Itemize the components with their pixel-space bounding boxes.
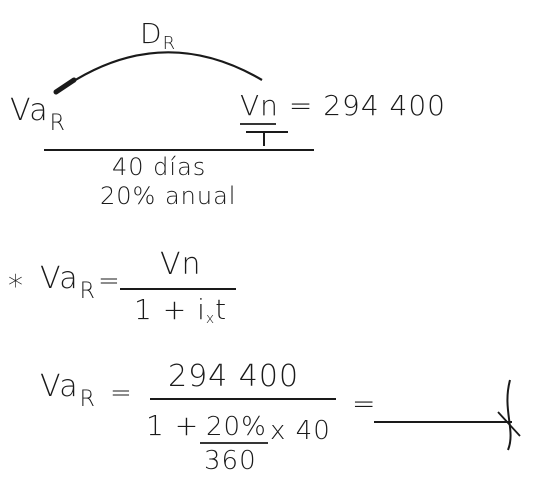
formula-lhs-sub: R [79,279,96,304]
calc-equals: = [110,378,133,408]
result-cross-mark-2 [497,411,521,437]
left-label-sub: R [49,111,66,136]
left-value-label: VaR [10,93,66,135]
formula-numerator: Vn [160,247,202,282]
calc-numerator: 294 400 [168,359,300,394]
rate-label: 20% anual [100,182,237,210]
formula-lhs: VaR [40,261,96,303]
calc-lhs-sub: R [79,387,96,412]
right-equals: = [288,89,314,122]
formula-denominator-times: x [205,311,216,327]
calc-times-days: x 40 [270,416,331,446]
formula-denominator-t: t [215,293,228,326]
formula-denominator-base: 1 + i [134,293,206,326]
formula-denominator: 1 + ixt [134,293,228,327]
discount-arc [59,51,263,91]
right-value: 294 400 [323,89,446,122]
calc-result-equals: = [352,387,377,420]
right-label: Vn [240,89,279,122]
nominal-value-label: Vn = 294 400 [240,92,446,120]
calc-lhs: VaR [40,369,96,411]
formula-equals: = [98,266,121,296]
left-label-main: Va [10,93,49,128]
calc-lhs-main: Va [40,369,79,404]
arc-label-main: D [140,17,163,50]
arc-start-mark [53,77,77,95]
arc-label: DR [140,17,176,53]
calc-fraction-denominator: 360 [204,446,257,476]
result-cross-mark [506,379,512,451]
formula-bullet: * [8,269,24,304]
formula-lhs-main: Va [40,261,79,296]
days-label: 40 días [112,153,207,181]
calc-denominator-prefix: 1 + [146,409,200,442]
calc-fraction-numerator: 20% [206,412,267,442]
arc-label-sub: R [162,33,177,54]
